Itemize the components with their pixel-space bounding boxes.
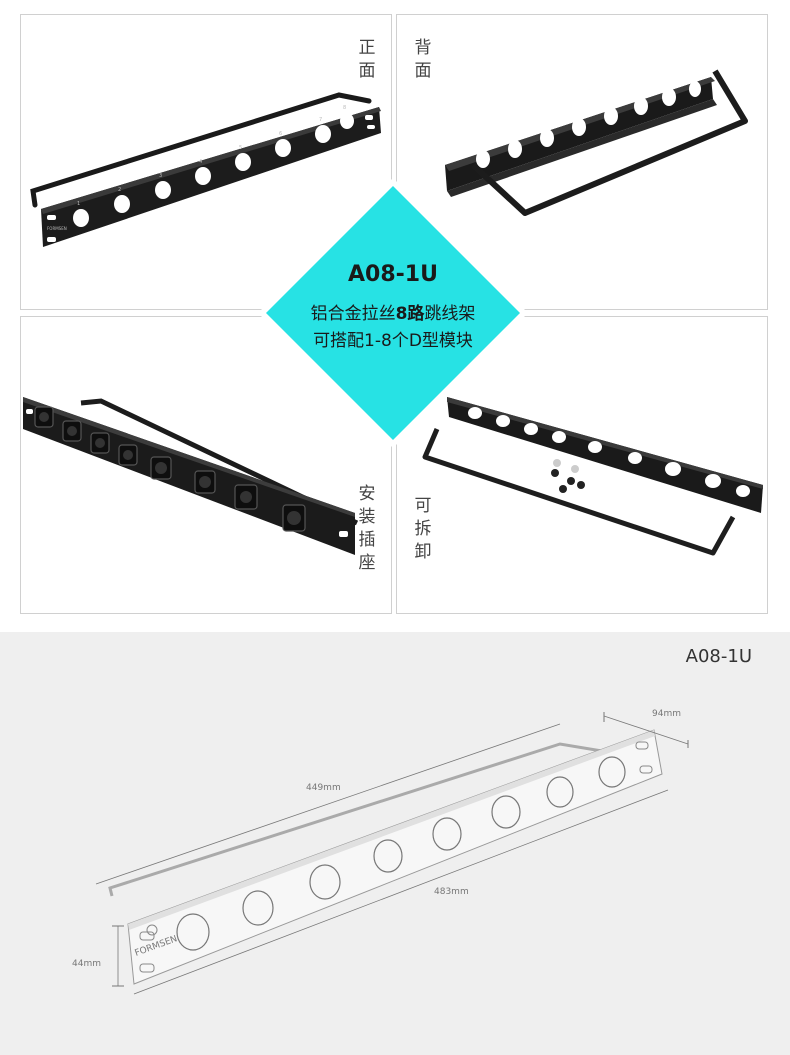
removable-panel-image bbox=[422, 397, 763, 556]
depth-dimension: 94mm bbox=[652, 709, 681, 719]
removable-view-panel: 可 拆 卸 bbox=[396, 316, 768, 614]
installed-view-label: 安 装 插 座 bbox=[358, 484, 376, 573]
port-number: 3 bbox=[159, 173, 162, 179]
front-view-panel: 1 2 3 4 5 6 7 8 FORMSEN 正 面 bbox=[20, 14, 392, 310]
removable-view-label: 可 拆 卸 bbox=[414, 496, 432, 562]
port-number: 5 bbox=[239, 145, 242, 151]
dimension-drawing: FORMSEN 94mm 449mm 483mm 44mm bbox=[72, 709, 689, 995]
front-view-label: 正 面 bbox=[358, 38, 376, 81]
installed-view-panel: 安 装 插 座 bbox=[20, 316, 392, 614]
brand-plate: FORMSEN bbox=[47, 226, 67, 231]
port-number: 8 bbox=[343, 105, 346, 111]
bar-length-dimension: 449mm bbox=[306, 783, 341, 793]
product-description: 铝合金拉丝8路跳线架 bbox=[310, 304, 476, 324]
model-title: A08-1U bbox=[348, 262, 438, 287]
port-number: 1 bbox=[77, 201, 80, 207]
dimension-drawing-section: A08-1U FORMSEN 94mm 449mm bbox=[0, 632, 790, 1055]
front-panel-image: 1 2 3 4 5 6 7 8 FORMSEN bbox=[30, 92, 381, 247]
port-number: 6 bbox=[279, 131, 282, 137]
dimension-model-label: A08-1U bbox=[685, 646, 752, 667]
width-dimension: 483mm bbox=[434, 887, 469, 897]
module-compatibility: 可搭配1-8个D型模块 bbox=[313, 331, 473, 351]
port-number: 2 bbox=[118, 187, 121, 193]
back-panel-image bbox=[445, 69, 748, 216]
port-number: 4 bbox=[199, 159, 202, 165]
port-number: 7 bbox=[319, 117, 322, 123]
installed-panel-image bbox=[23, 397, 359, 555]
height-dimension: 44mm bbox=[72, 959, 101, 969]
back-view-label: 背 面 bbox=[414, 38, 432, 81]
